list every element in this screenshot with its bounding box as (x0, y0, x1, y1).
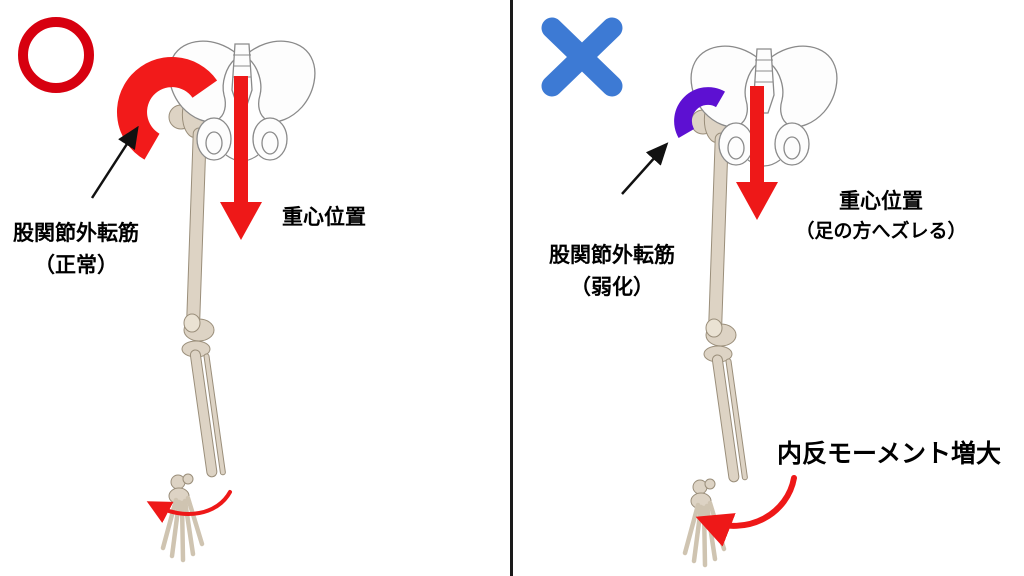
gravity-label-text: 重心位置 (839, 190, 923, 213)
panel-divider (510, 0, 513, 576)
muscle-pointer-arrow-icon (621, 142, 669, 195)
incorrect-x-icon (541, 17, 623, 97)
muscle-label-text: 股関節外転筋 (13, 222, 139, 245)
gravity-note-text: （足の方へズレる） (795, 220, 967, 242)
foot-moment-arrow-icon (695, 475, 797, 547)
muscle-state-text: （正常） (34, 253, 118, 277)
left-panel-illustration (18, 17, 512, 576)
abductor-muscle-arc-normal-icon (116, 56, 218, 160)
gravity-down-arrow-icon (220, 76, 262, 240)
muscle-label-text: 股関節外転筋 (549, 244, 675, 267)
gravity-label: 重心位置 (282, 206, 366, 229)
foot-moment-arrow-icon (146, 490, 232, 524)
muscle-state-text: （弱化） (570, 275, 654, 299)
muscle-label: 股関節外転筋 （弱化） (536, 240, 688, 303)
gravity-down-arrow-icon (736, 86, 778, 220)
gravity-label: 重心位置 （足の方へズレる） (774, 186, 988, 246)
right-panel-illustration (541, 17, 1024, 576)
varus-moment-label: 内反モーメント増大 (776, 440, 1001, 468)
right-panel-weakened: 股関節外転筋 （弱化） 重心位置 （足の方へズレる） 内反モーメント増大 (512, 0, 1024, 576)
correct-circle-icon (18, 17, 94, 93)
left-panel-normal: 股関節外転筋 （正常） 重心位置 (0, 17, 512, 576)
abductor-muscle-arc-weak-icon (674, 87, 725, 138)
muscle-pointer-arrow-icon (90, 125, 139, 199)
muscle-label: 股関節外転筋 （正常） (0, 218, 152, 281)
